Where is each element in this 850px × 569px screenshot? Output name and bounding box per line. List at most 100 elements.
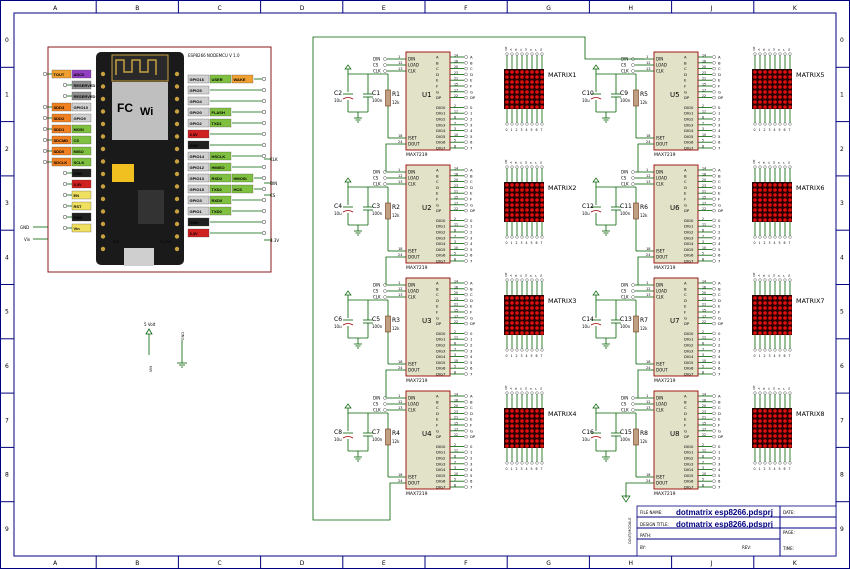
led-dot bbox=[515, 439, 519, 443]
pin-label-box bbox=[209, 184, 232, 194]
led-dot bbox=[515, 193, 519, 197]
led-dot bbox=[778, 331, 782, 335]
pin-label: FLASH bbox=[212, 110, 225, 115]
chip-pin-num: 24 bbox=[646, 479, 651, 483]
chip-pin-name: CLK bbox=[656, 182, 664, 187]
led-dot bbox=[520, 208, 524, 212]
matrix-label: MATRIX1 bbox=[548, 71, 577, 79]
pin-terminal bbox=[42, 104, 48, 110]
net-input-label: CS bbox=[621, 63, 627, 68]
led-dot bbox=[768, 105, 772, 109]
chip-pin-name: G bbox=[684, 315, 687, 320]
led-dot bbox=[505, 311, 509, 315]
chip-pin-num: 15 bbox=[454, 309, 458, 313]
chip-pin-num: 24 bbox=[398, 479, 403, 483]
grid-column-label-top: C bbox=[218, 5, 222, 12]
chip-pin-name: DOUT bbox=[656, 368, 668, 373]
led-dot bbox=[773, 208, 777, 212]
led-dot bbox=[763, 321, 767, 325]
net-terminal bbox=[712, 462, 716, 466]
net-terminal bbox=[631, 295, 635, 299]
net-terminal bbox=[464, 117, 468, 121]
chip-pin-num: 11 bbox=[454, 223, 458, 227]
matrix-terminal bbox=[535, 391, 539, 395]
cap-b-ref: C7 bbox=[372, 429, 380, 436]
led-dot bbox=[535, 188, 539, 192]
grid-column-label-bottom: E bbox=[382, 560, 386, 567]
led-dot bbox=[758, 409, 762, 413]
chip-pin-name: DIG3 bbox=[684, 235, 694, 240]
led-dot bbox=[783, 198, 787, 202]
led-dot bbox=[535, 208, 539, 212]
net-terminal bbox=[631, 396, 635, 400]
chip-pin-num: 8 bbox=[702, 258, 704, 262]
led-dot bbox=[788, 213, 792, 217]
led-dot bbox=[510, 80, 514, 84]
net-terminal bbox=[712, 84, 716, 88]
led-dot bbox=[535, 296, 539, 300]
matrix-terminal bbox=[773, 461, 777, 465]
pin-label: GND bbox=[74, 171, 83, 176]
cap-a-ref: C2 bbox=[334, 90, 342, 97]
matrix-terminal bbox=[753, 278, 757, 282]
pin-label: 3.3V bbox=[74, 182, 83, 187]
chip-pin-num: 24 bbox=[398, 366, 403, 370]
net-label: 4 bbox=[718, 241, 721, 246]
cap-a-ref: C14 bbox=[582, 316, 594, 323]
led-dot bbox=[753, 85, 757, 89]
matrix-terminal bbox=[535, 278, 539, 282]
chip-part: MAX7219 bbox=[654, 265, 676, 271]
net-label: C bbox=[470, 405, 473, 410]
chip-pin-name: LOAD bbox=[656, 402, 667, 407]
net-label: B bbox=[718, 60, 721, 65]
matrix-top-pin: DP bbox=[504, 46, 508, 50]
led-dot bbox=[540, 316, 544, 320]
dout-din-link bbox=[385, 143, 396, 172]
matrix-terminal bbox=[778, 461, 782, 465]
resistor-value: 12k bbox=[392, 439, 400, 444]
led-dot bbox=[525, 444, 529, 448]
title-block-frame bbox=[636, 505, 837, 557]
led-dot bbox=[768, 100, 772, 104]
led-dot bbox=[515, 203, 519, 207]
net-label: 2 bbox=[718, 343, 721, 348]
matrix-terminal bbox=[783, 235, 787, 239]
net-terminal bbox=[712, 450, 716, 454]
matrix-terminal bbox=[773, 391, 777, 395]
led-dot bbox=[773, 100, 777, 104]
led-dot bbox=[788, 75, 792, 79]
grid-column-label-top: H bbox=[629, 5, 634, 12]
chip-pin-name: C bbox=[436, 292, 439, 297]
chip-pin-num: 13 bbox=[646, 67, 650, 71]
led-dot bbox=[763, 326, 767, 330]
net-terminal bbox=[464, 128, 468, 133]
net-terminal bbox=[464, 444, 468, 449]
pin-label-box bbox=[187, 184, 210, 194]
led-dot bbox=[758, 316, 762, 320]
net-terminal bbox=[712, 411, 716, 416]
chip-pin-name: C bbox=[436, 179, 439, 184]
net-terminal bbox=[464, 485, 468, 489]
led-dot bbox=[773, 188, 777, 192]
cap-a-ref: C10 bbox=[582, 90, 594, 97]
usb-port bbox=[124, 248, 154, 266]
matrix-terminal bbox=[515, 391, 519, 395]
chip-pin-name: B bbox=[436, 286, 439, 291]
chip-pin-name: LOAD bbox=[408, 402, 419, 407]
matrix-terminal bbox=[540, 52, 544, 56]
chip-pin-name: CLK bbox=[656, 295, 664, 300]
net-terminal bbox=[712, 434, 716, 439]
pin-label: 3.3V bbox=[190, 132, 199, 137]
chip-pin-name: ISET bbox=[656, 475, 665, 480]
led-dot bbox=[540, 75, 544, 79]
led-dot bbox=[530, 90, 534, 94]
matrix-bottom-pin: 6 bbox=[536, 241, 538, 245]
net-label: B bbox=[470, 60, 473, 65]
chip-pin-num: 1 bbox=[398, 394, 400, 398]
led-dot bbox=[540, 434, 544, 438]
matrix-terminal bbox=[763, 235, 767, 239]
led-dot bbox=[525, 434, 529, 438]
matrix-terminal bbox=[768, 235, 772, 239]
file-name-label: FILE NAME: bbox=[640, 510, 663, 515]
